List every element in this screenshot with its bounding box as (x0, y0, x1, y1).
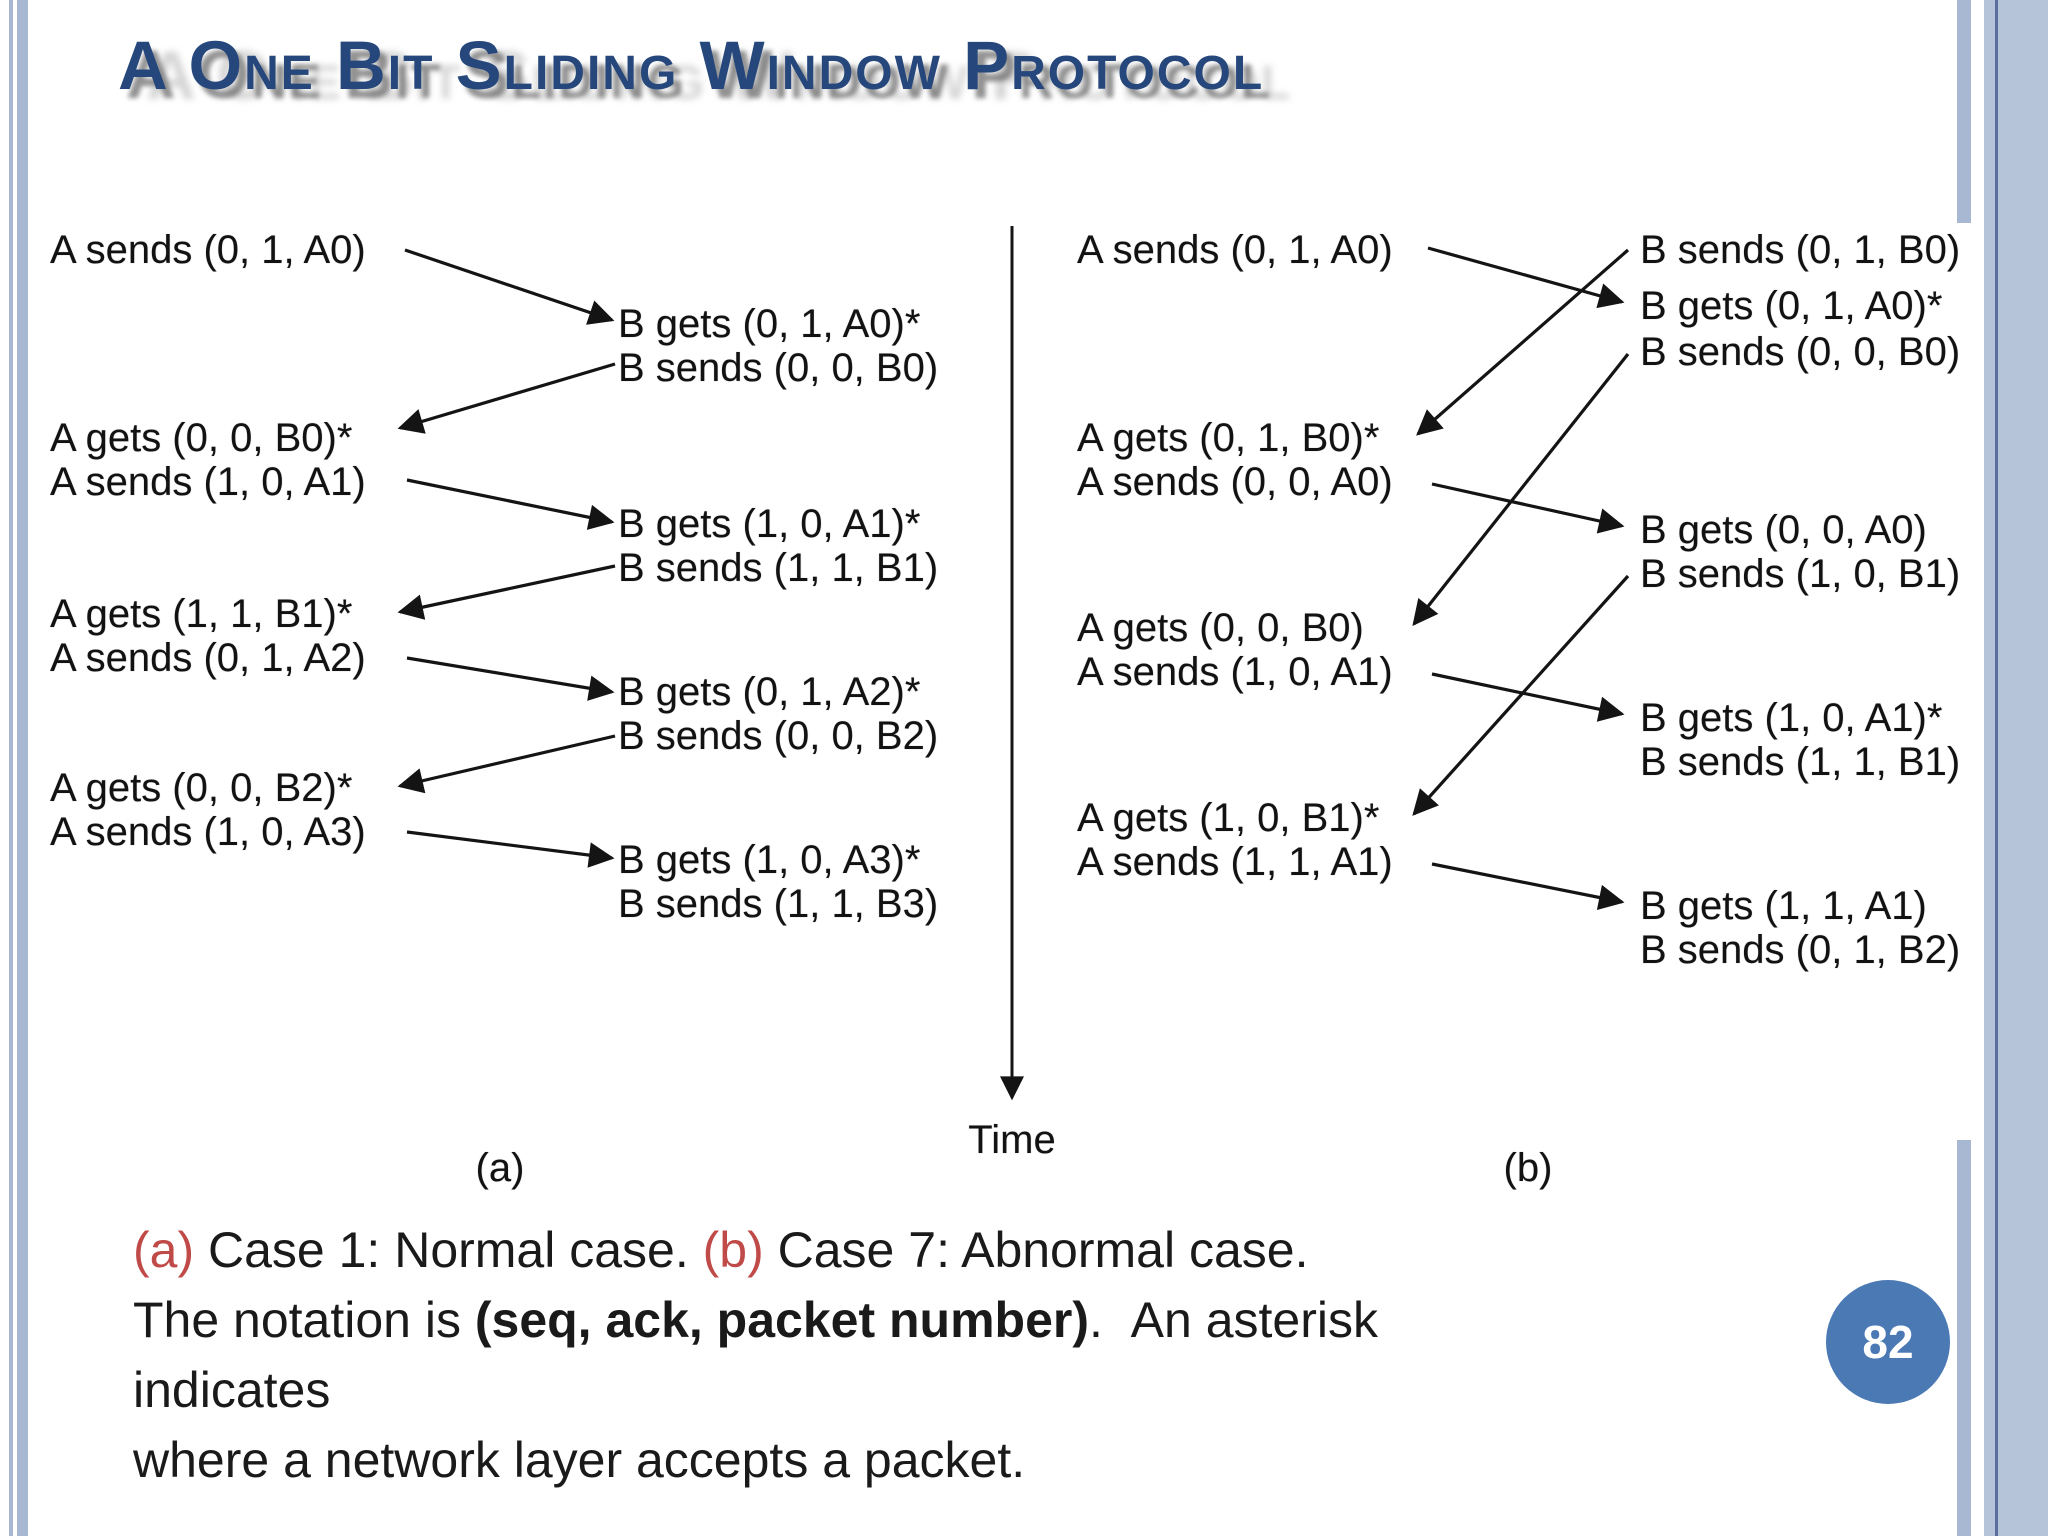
event-line: B sends (1, 0, B1) (1640, 552, 1961, 596)
page-number-badge: 82 (1826, 1280, 1950, 1404)
page-number: 82 (1862, 1316, 1914, 1368)
event-line: B sends (1, 1, B1) (1640, 740, 1961, 784)
figure-caption: (a) Case 1: Normal case. (b) Case 7: Abn… (133, 1215, 1833, 1495)
event-line: B gets (0, 0, A0) (1640, 508, 1927, 552)
event-line: B gets (1, 0, A1)* (1640, 696, 1943, 740)
event-line: B sends (0, 1, B0) (1640, 228, 1961, 272)
caption-notation: (seq, ack, packet number) (474, 1292, 1089, 1348)
left-border-thin-stripe (9, 0, 13, 1536)
event-line: B gets (1, 1, A1) (1640, 884, 1927, 928)
page-title: A One Bit Sliding Window Protocol (118, 27, 1265, 104)
subfigure-a-label: (a) (475, 1146, 525, 1190)
event-line: A gets (1, 0, B1)* (1077, 796, 1380, 840)
subfigure-b-label: (b) (1503, 1146, 1553, 1190)
event-line: B gets (1, 0, A3)* (618, 838, 921, 882)
event-line: A sends (0, 1, A0) (50, 228, 366, 272)
event-line: B sends (0, 1, B2) (1640, 928, 1961, 972)
right-border-panel (1984, 0, 2048, 1536)
event-line: B gets (0, 1, A0)* (618, 302, 921, 346)
event-line: B gets (1, 0, A1)* (618, 502, 921, 546)
right-border-stripe-top (1957, 0, 1971, 223)
caption-line-1: (a) Case 1: Normal case. (b) Case 7: Abn… (133, 1222, 1309, 1278)
event-line: A sends (1, 0, A1) (1077, 650, 1393, 694)
event-line: A gets (0, 0, B0)* (50, 416, 353, 460)
right-border-panel-line (1995, 0, 1998, 1536)
event-line: A sends (0, 0, A0) (1077, 460, 1393, 504)
caption-b-tag: (b) (702, 1222, 764, 1278)
event-line: A gets (0, 0, B2)* (50, 766, 353, 810)
event-line: B gets (0, 1, A2)* (618, 670, 921, 714)
event-line: A sends (0, 1, A2) (50, 636, 366, 680)
caption-line-2: The notation is (seq, ack, packet number… (133, 1292, 1378, 1348)
caption-line-3: indicates (133, 1362, 331, 1418)
time-axis-label: Time (968, 1118, 1056, 1162)
caption-line-4: where a network layer accepts a packet. (133, 1432, 1026, 1488)
left-border-wide-stripe (17, 0, 28, 1536)
event-line: A gets (0, 1, B0)* (1077, 416, 1380, 460)
event-line: B sends (1, 1, B3) (618, 882, 939, 926)
event-line: A sends (1, 1, A1) (1077, 840, 1393, 884)
event-line: B sends (0, 0, B0) (618, 346, 939, 390)
event-line: B sends (1, 1, B1) (618, 546, 939, 590)
event-line: A sends (1, 0, A1) (50, 460, 366, 504)
caption-a-tag: (a) (133, 1222, 195, 1278)
event-line: B sends (0, 0, B0) (1640, 330, 1961, 374)
event-line: B sends (0, 0, B2) (618, 714, 939, 758)
event-line: A gets (0, 0, B0) (1077, 606, 1364, 650)
event-line: A sends (0, 1, A0) (1077, 228, 1393, 272)
event-line: A gets (1, 1, B1)* (50, 592, 353, 636)
event-line: A sends (1, 0, A3) (50, 810, 366, 854)
right-border-stripe-bottom (1957, 1140, 1971, 1536)
event-line: B gets (0, 1, A0)* (1640, 284, 1943, 328)
